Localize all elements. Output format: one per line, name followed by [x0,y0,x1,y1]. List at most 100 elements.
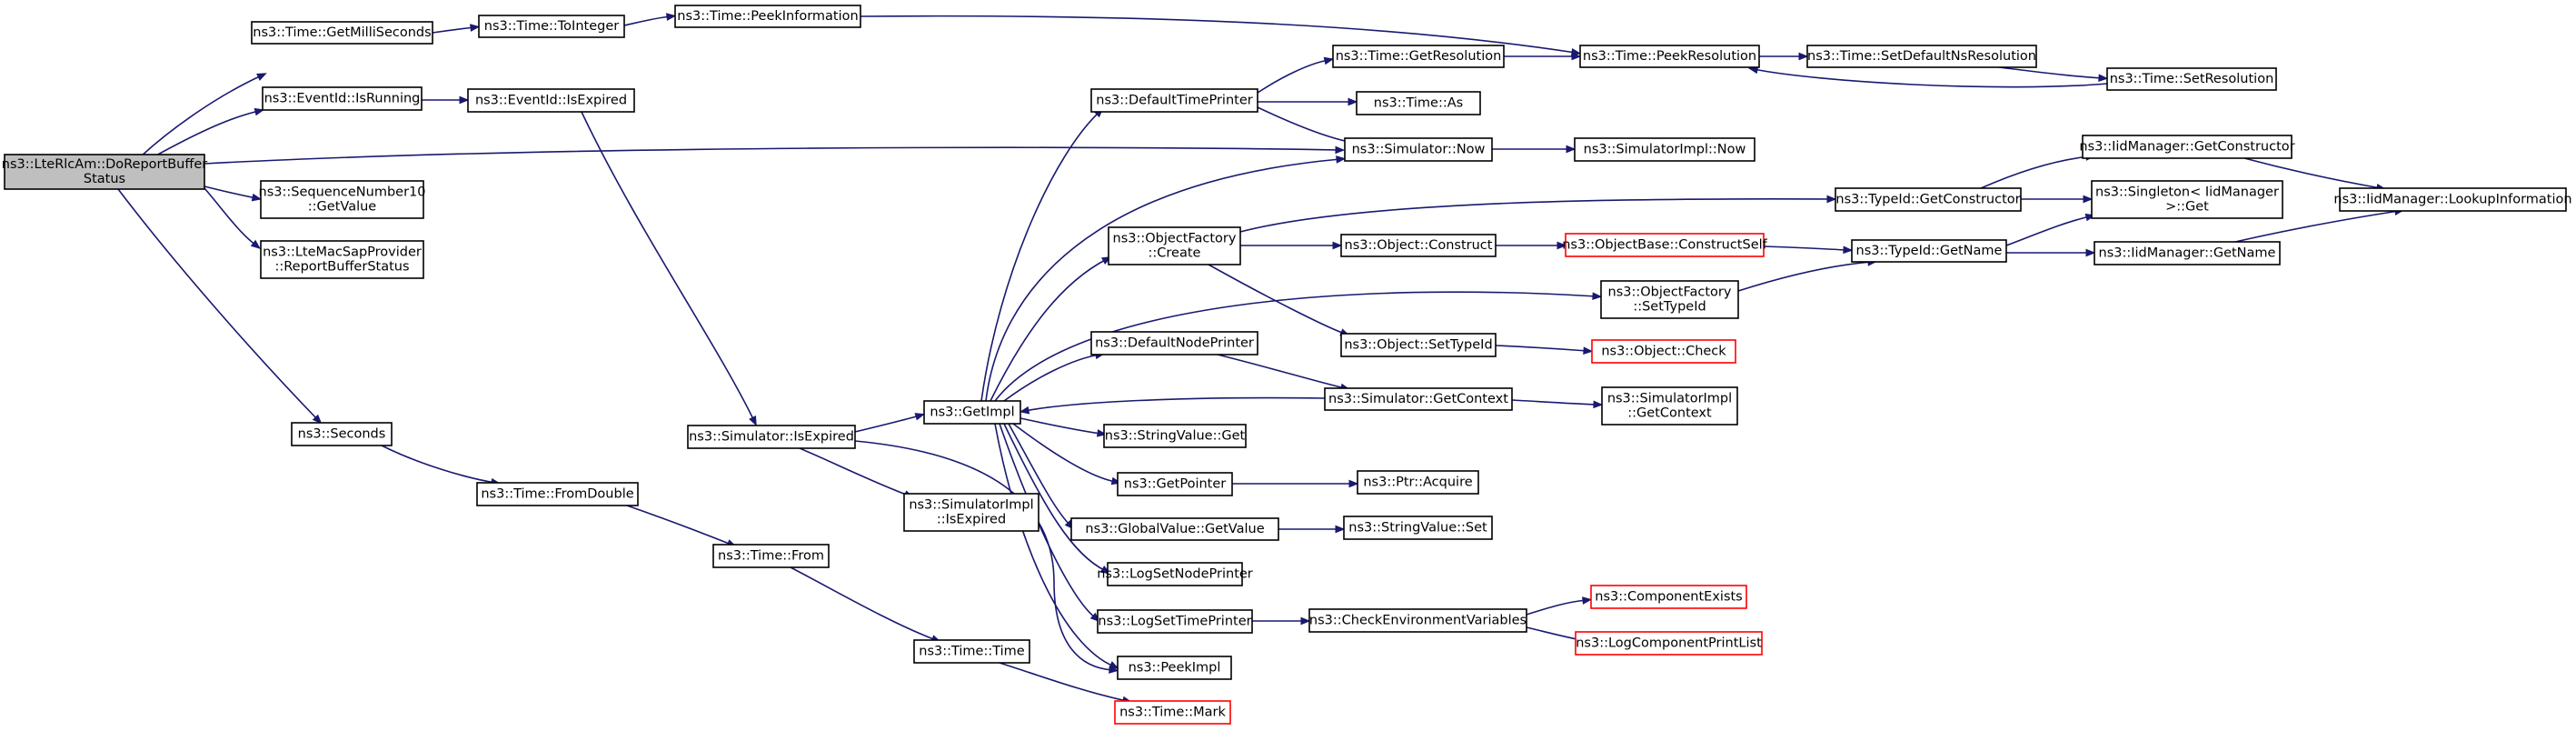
node-timeas[interactable]: ns3::Time::As [1356,91,1481,115]
node-macsap[interactable]: ns3::LteMacSapProvider::ReportBufferStat… [260,240,424,279]
edge-getresolution-to-peekres [1504,52,1582,61]
node-timetime[interactable]: ns3::Time::Time [913,639,1030,664]
node-box [923,400,1021,425]
node-getms[interactable]: ns3::Time::GetMilliSeconds [251,21,433,45]
node-box [291,422,393,446]
node-iidgetctor[interactable]: ns3::IidManager::GetConstructor [2079,135,2295,159]
edge-toint-to-peekinfo [623,13,677,26]
node-simimplgetctx[interactable]: ns3::SimulatorImpl::GetContext [1601,386,1738,426]
edge-arrowhead [1843,245,1854,255]
edge-ofcreate-to-typeidgetctor [1239,195,1837,233]
node-box [1114,700,1231,725]
node-label: ns3::DefaultTimePrinter [1096,94,1252,108]
edge-checkenv-to-compexists [1526,596,1593,616]
node-peekinfo[interactable]: ns3::Time::PeekInformation [674,5,861,28]
node-ofcreate[interactable]: ns3::ObjectFactory::Create [1108,226,1241,265]
node-isexpired[interactable]: ns3::EventId::IsExpired [467,88,635,113]
node-objsettypeid[interactable]: ns3::Object::SetTypeId [1340,333,1497,357]
node-label: ns3::TypeId::GetConstructor [1835,193,2020,207]
node-compexists[interactable]: ns3::ComponentExists [1590,585,1747,609]
node-simnow[interactable]: ns3::Simulator::Now [1344,137,1493,162]
node-logcomplist[interactable]: ns3::LogComponentPrintList [1575,631,1763,656]
node-getresolution[interactable]: ns3::Time::GetResolution [1332,45,1505,68]
node-label: ns3::DefaultNodePrinter [1095,336,1254,351]
node-logsettime[interactable]: ns3::LogSetTimePrinter [1097,609,1253,634]
node-box [1117,656,1232,680]
node-typeidgetname[interactable]: ns3::TypeId::GetName [1851,239,2007,263]
node-peekres[interactable]: ns3::Time::PeekResolution [1579,45,1760,68]
node-objcheck[interactable]: ns3::Object::Check [1591,339,1736,364]
node-simimplnow[interactable]: ns3::SimulatorImpl::Now [1574,137,1755,162]
node-strget[interactable]: ns3::StringValue::Get [1103,424,1247,448]
node-label: ns3::StringValue::Get [1105,429,1246,444]
node-ofsettypeid[interactable]: ns3::ObjectFactory::SetTypeId [1600,280,1739,319]
edge-line [154,110,260,157]
node-seconds[interactable]: ns3::Seconds [291,422,393,446]
node-simisexp[interactable]: ns3::Simulator::IsExpired [687,425,856,449]
node-fromdouble[interactable]: ns3::Time::FromDouble [476,482,639,506]
node-label: ns3::LteRlcAm::DoReportBuffer [2,157,207,172]
node-getpointer[interactable]: ns3::GetPointer [1117,472,1233,496]
node-simimplisexp[interactable]: ns3::SimulatorImpl::IsExpired [903,493,1039,532]
node-box [476,482,639,506]
node-box [1308,608,1527,633]
node-box [1356,91,1481,115]
edge-line [999,423,1097,619]
node-label: ns3::TypeId::GetName [1856,244,2003,258]
edge-line [1980,155,2091,189]
node-iidlookup[interactable]: ns3::IidManager::LookupInformation [2333,187,2572,212]
edge-line [1257,106,1355,144]
edge-line [1998,66,2104,79]
node-strset[interactable]: ns3::StringValue::Set [1343,516,1493,540]
edge-line [1511,399,1598,406]
node-peekimpl[interactable]: ns3::PeekImpl [1117,656,1232,680]
node-getimpl[interactable]: ns3::GetImpl [923,400,1021,425]
node-singleton[interactable]: ns3::Singleton< IidManager >::Get [2091,180,2283,219]
node-setres[interactable]: ns3::Time::SetResolution [2106,67,2277,91]
node-box [1340,234,1497,257]
edge-deftimeprinter-to-timeas [1258,97,1358,106]
node-logsetnode[interactable]: ns3::LogSetNodePrinter [1097,562,1253,586]
node-box [1103,424,1247,448]
node-constructself[interactable]: ns3::ObjectBase::ConstructSelf [1562,233,1768,257]
node-simgetcontext[interactable]: ns3::Simulator::GetContext [1324,387,1513,411]
node-objconstruct[interactable]: ns3::Object::Construct [1340,234,1497,257]
node-label: ns3::ObjectFactory [1113,232,1237,246]
edge-line [381,445,496,484]
node-gvgetvalue[interactable]: ns3::GlobalValue::GetValue [1070,517,1279,541]
node-label: ns3::LogSetNodePrinter [1097,567,1253,582]
edge-line [1003,354,1100,402]
node-box [262,86,423,111]
edge-arrowhead [1557,241,1567,250]
node-defnodeprinter[interactable]: ns3::DefaultNodePrinter [1090,331,1258,355]
node-mark[interactable]: ns3::Time::Mark [1114,700,1231,725]
edge-line [1008,423,1071,526]
node-isrunning[interactable]: ns3::EventId::IsRunning [262,86,423,111]
edge-arrowhead [470,24,481,32]
node-deftimeprinter[interactable]: ns3::DefaultTimePrinter [1090,88,1258,113]
node-typeidgetctor[interactable]: ns3::TypeId::GetConstructor [1835,187,2022,212]
edge-arrowhead [2083,195,2094,204]
edge-simgetcontext-to-simimplgetctx [1511,399,1604,409]
node-from[interactable]: ns3::Time::From [712,544,830,568]
edge-typeidgetname-to-iidgetname [2006,248,2096,257]
edge-logsettime-to-checkenv [1252,616,1311,626]
node-label: ns3::Seconds [298,427,386,442]
node-label: ns3::Time::As [1374,96,1463,111]
node-seq10[interactable]: ns3::SequenceNumber10::GetValue [259,180,426,219]
edge-root-to-seq10 [204,185,263,202]
node-box [1806,45,2037,68]
node-box [1090,88,1258,113]
edge-line [204,187,257,246]
node-iidgetname[interactable]: ns3::IidManager::GetName [2094,241,2281,265]
node-ptracquire[interactable]: ns3::Ptr::Acquire [1357,470,1479,495]
edge-peekres-to-setdefns [1759,52,1809,61]
node-box [1344,137,1493,162]
edge-line [1208,264,1346,335]
node-setdefns[interactable]: ns3::Time::SetDefaultNsResolution [1806,45,2037,68]
node-label: ns3::ComponentExists [1595,590,1743,605]
node-checkenv[interactable]: ns3::CheckEnvironmentVariables [1308,608,1527,633]
node-label: ns3::SimulatorImpl [909,498,1033,513]
node-toint[interactable]: ns3::Time::ToInteger [478,15,625,38]
